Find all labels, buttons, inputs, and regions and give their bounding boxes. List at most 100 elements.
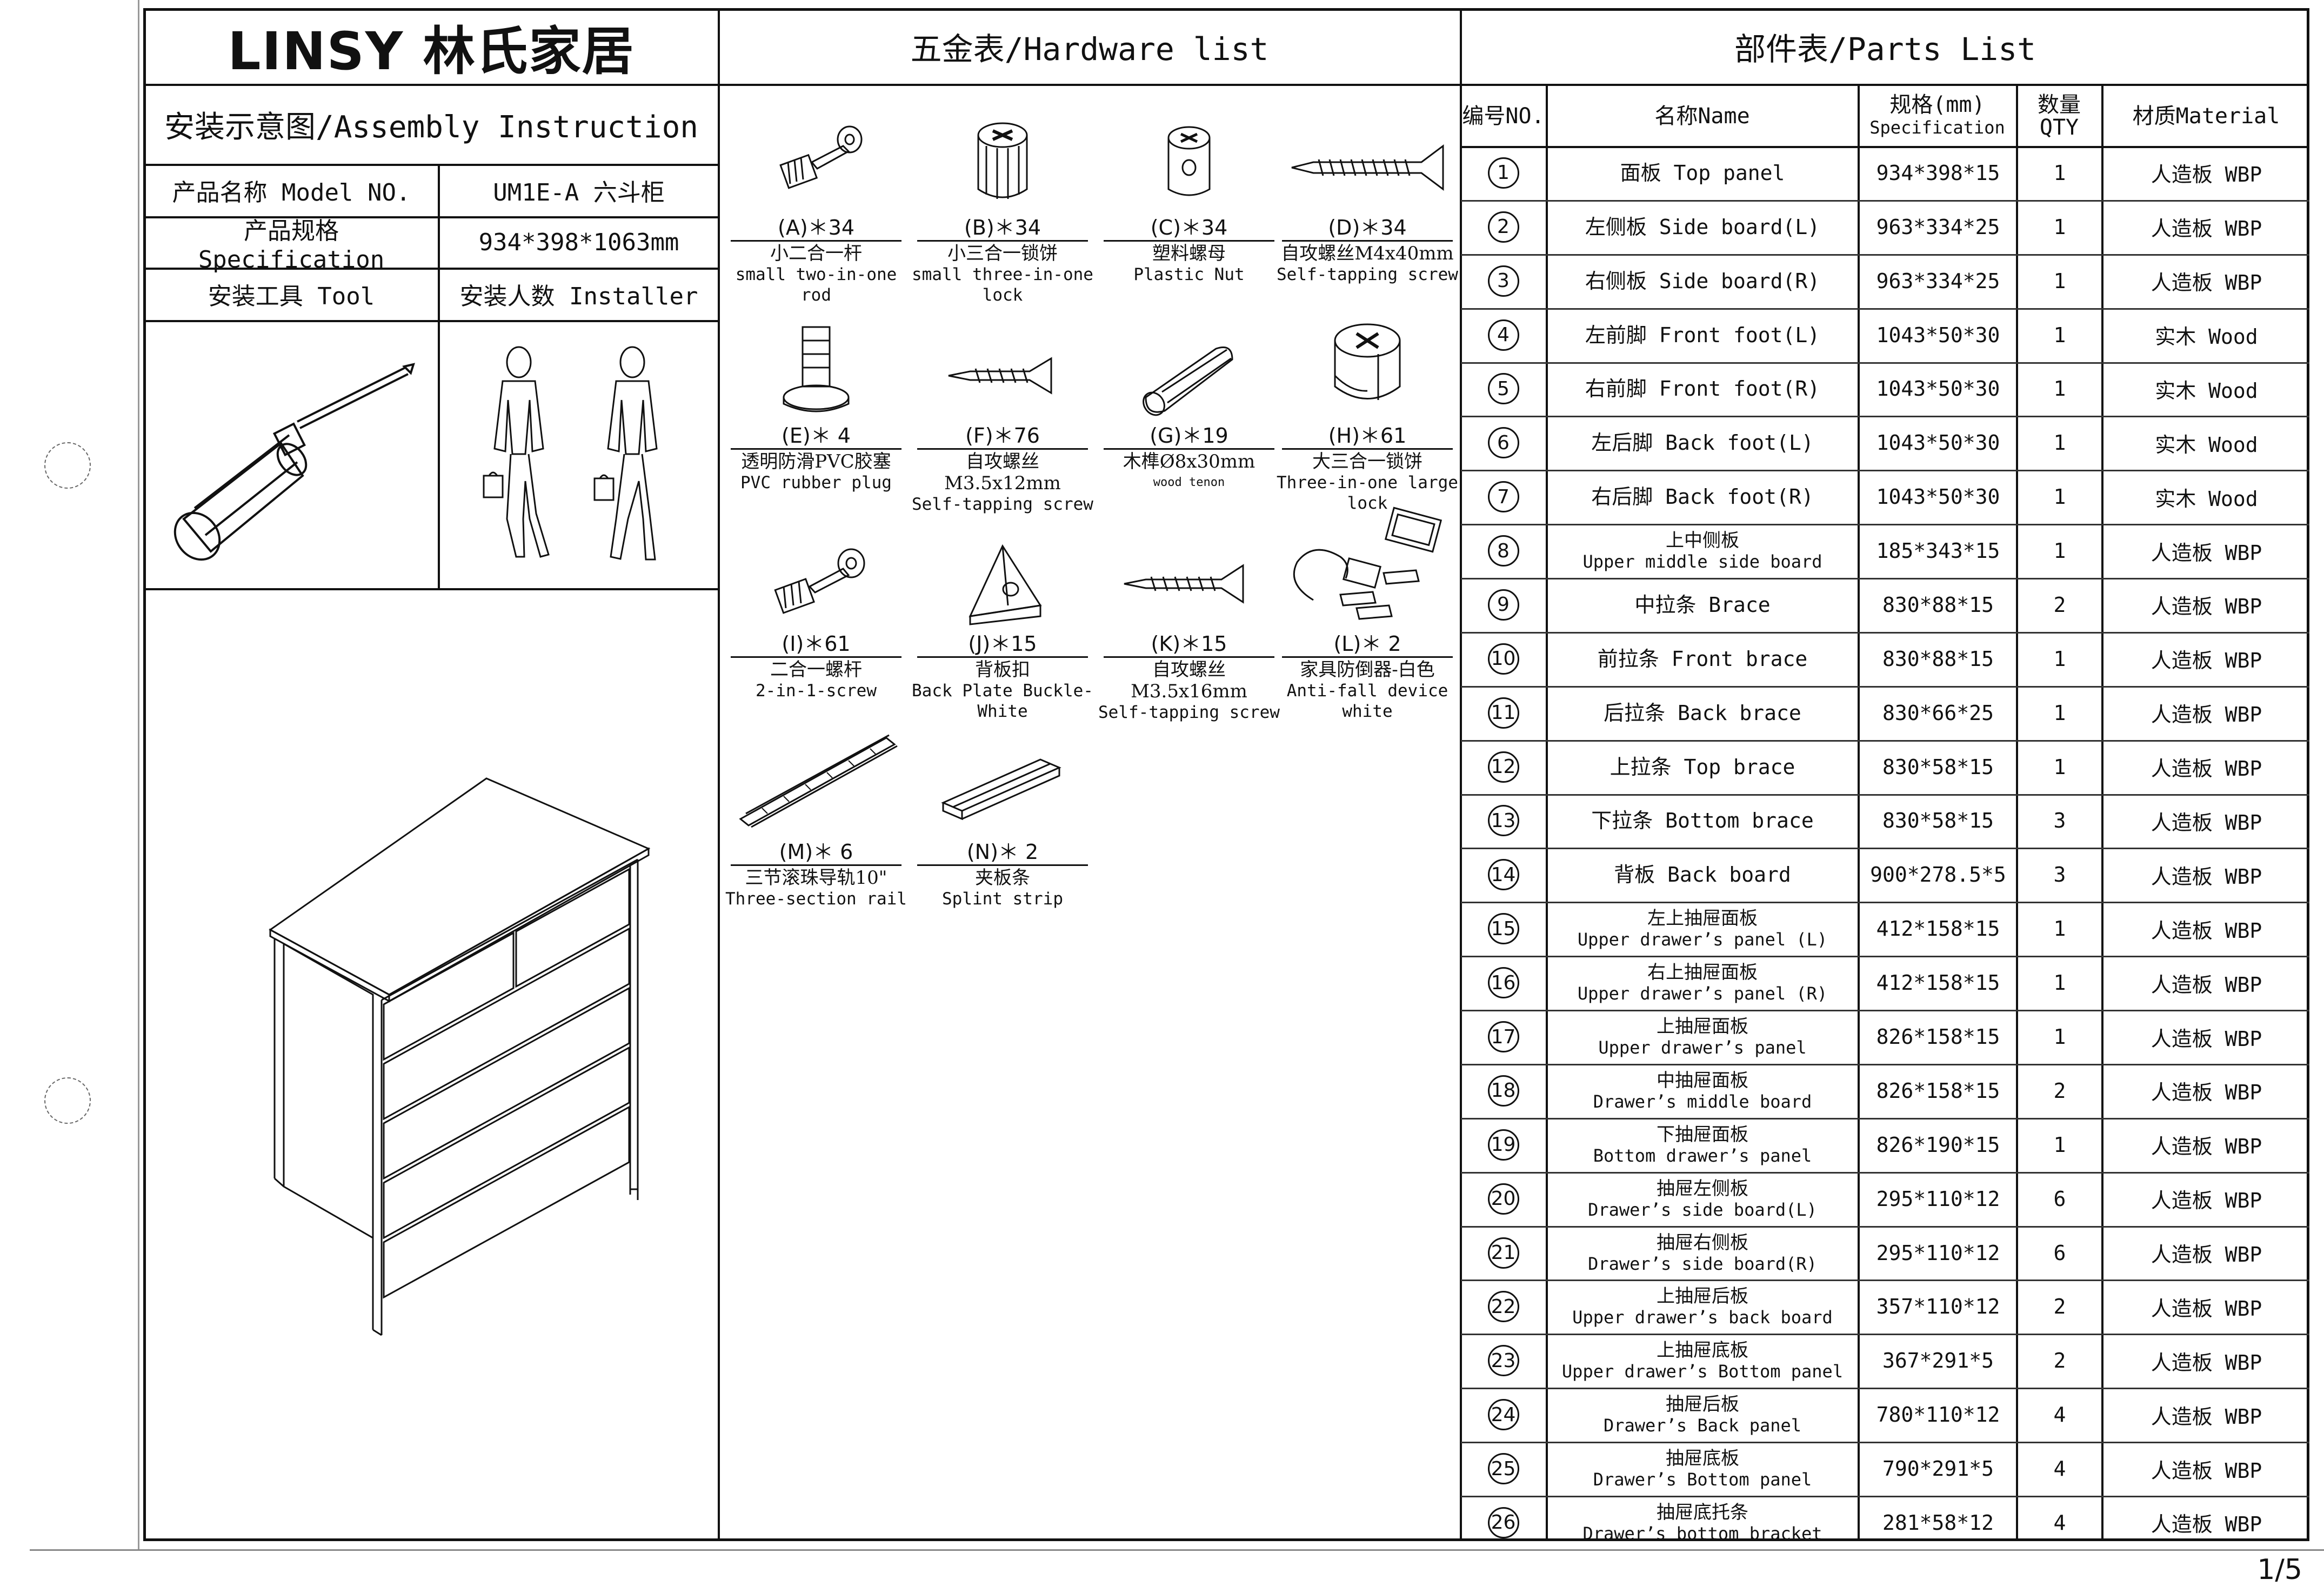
part-name-cell: 右前脚 Front foot(R) — [1547, 362, 1858, 416]
hardware-qty: (H)＊61 — [1282, 423, 1453, 450]
divider — [143, 320, 719, 322]
two-in-one-rod-icon — [724, 92, 908, 211]
part-name: 左侧板 Side board(L) — [1585, 215, 1820, 239]
part-number-badge: 21 — [1487, 1237, 1519, 1269]
hardware-name-en: Plastic Nut — [1133, 265, 1245, 284]
anti-fall-device-icon — [1275, 507, 1459, 627]
part-name-cn: 上抽屉底板 — [1657, 1340, 1748, 1362]
short-screw-icon — [911, 300, 1094, 419]
part-name-en: Upper drawer’s panel (L) — [1577, 929, 1828, 950]
part-spec: 963*334*25 — [1876, 269, 2000, 293]
hardware-name-cn: 木榫Ø8x30mm — [1123, 451, 1256, 472]
hardware-name-cn: 背板扣 — [975, 659, 1030, 681]
part-number-badge: 2 — [1487, 211, 1519, 243]
part-number-badge: 14 — [1487, 859, 1519, 891]
col-header-material: 材质Material — [2132, 104, 2280, 129]
hardware-qty: (E)＊ 4 — [731, 423, 901, 450]
part-name-cell: 中拉条 Brace — [1547, 578, 1858, 632]
part-name-cell: 左后脚 Back foot(L) — [1547, 416, 1858, 470]
part-spec: 934*398*15 — [1876, 161, 2000, 185]
row-divider — [1461, 1010, 2309, 1012]
col-header-qty: 数量QTY — [2038, 92, 2081, 140]
part-number-badge: 11 — [1487, 697, 1519, 729]
hardware-name-en: Self-tapping screw — [1098, 703, 1280, 722]
part-qty: 2 — [2053, 1349, 2066, 1373]
part-name-cell: 后拉条 Back brace — [1547, 686, 1858, 740]
part-qty: 3 — [2053, 809, 2066, 833]
part-spec: 780*110*12 — [1876, 1403, 2000, 1427]
part-name: 右侧板 Side board(R) — [1585, 269, 1820, 293]
part-qty: 6 — [2053, 1241, 2066, 1265]
part-name-en: Upper drawer’s panel (R) — [1577, 983, 1828, 1004]
hardware-name-en: small three-in-one lock — [912, 265, 1093, 305]
hardware-name-en: Self-tapping screw — [1277, 265, 1458, 284]
part-name: 前拉条 Front brace — [1597, 647, 1808, 671]
part-name-cn: 抽屉右侧板 — [1657, 1231, 1748, 1254]
part-spec: 830*66*25 — [1882, 701, 1994, 725]
part-spec: 1043*50*30 — [1876, 485, 2000, 509]
hardware-name-cn: 夹板条 — [975, 867, 1030, 889]
part-number-badge: 12 — [1487, 751, 1519, 783]
hardware-name-en: 2-in-1-screw — [756, 681, 877, 701]
hardware-qty: (N)＊ 2 — [917, 839, 1088, 866]
hardware-list-title: 五金表/Hardware list — [910, 31, 1269, 68]
row-divider — [1461, 1117, 2309, 1119]
two-person-installer-icon — [483, 346, 658, 561]
hardware-name-en: Self-tapping screw — [912, 495, 1093, 514]
part-name-en: Upper drawer’s panel — [1598, 1037, 1807, 1058]
part-number-badge: 7 — [1487, 481, 1519, 513]
part-number-cell: 3 — [1461, 254, 1546, 308]
hardware-qty: (A)＊34 — [731, 215, 901, 242]
part-qty: 1 — [2053, 917, 2066, 941]
part-qty: 4 — [2053, 1457, 2066, 1481]
divider — [143, 268, 719, 270]
part-spec: 826*190*15 — [1876, 1132, 2000, 1157]
hardware-qty: (K)＊15 — [1104, 631, 1274, 658]
part-name-en: Drawer’s Bottom panel — [1593, 1469, 1812, 1490]
part-name-en: Drawer’s side board(R) — [1588, 1253, 1817, 1274]
part-number-cell: 14 — [1461, 848, 1546, 902]
part-number-badge: 16 — [1487, 967, 1519, 999]
part-qty: 1 — [2053, 971, 2066, 995]
part-number-badge: 4 — [1487, 319, 1519, 351]
part-number-cell: 21 — [1461, 1226, 1546, 1280]
assembly-title: 安装示意图/Assembly Instruction — [164, 110, 698, 145]
spec-value: 934*398*1063mm — [478, 228, 679, 256]
part-material: 人造板 WBP — [2151, 271, 2262, 295]
part-number-cell: 15 — [1461, 902, 1546, 956]
hardware-name-en: Three-section rail — [725, 889, 907, 909]
row-divider — [1461, 1225, 2309, 1228]
parts-list-title: 部件表/Parts List — [1734, 31, 2036, 68]
col-header-spec-cn: 规格(mm) — [1889, 92, 1985, 117]
part-qty: 1 — [2053, 431, 2066, 455]
part-number-badge: 5 — [1487, 373, 1519, 405]
six-drawer-dresser-icon — [269, 777, 651, 1336]
row-divider — [1461, 902, 2309, 904]
row-divider — [1461, 739, 2309, 742]
part-material: 人造板 WBP — [2151, 595, 2262, 619]
hardware-name-en: Three-in-one large lock — [1277, 473, 1458, 513]
part-name-en: Upper drawer’s Bottom panel — [1561, 1361, 1844, 1382]
row-divider — [1461, 685, 2309, 688]
part-name-cell: 左侧板 Side board(L) — [1547, 200, 1858, 254]
part-number-badge: 17 — [1487, 1021, 1519, 1053]
part-number-cell: 11 — [1461, 686, 1546, 740]
part-spec: 357*110*12 — [1876, 1295, 2000, 1319]
part-name-en: Drawer’s bottom bracket — [1582, 1523, 1822, 1544]
part-name: 左后脚 Back foot(L) — [1591, 431, 1814, 455]
cam-lock-icon — [911, 92, 1094, 211]
